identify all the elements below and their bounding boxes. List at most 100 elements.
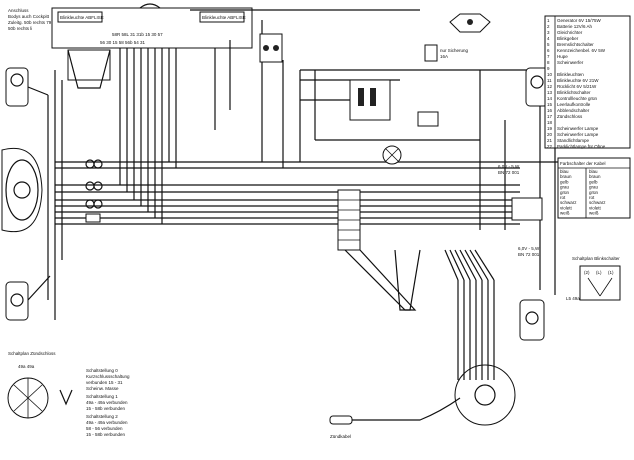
brake-switch xyxy=(417,111,439,127)
color-row-code: gelb xyxy=(560,179,569,184)
anschluss-line-2: Bodys auch Cockpitt xyxy=(8,14,50,19)
legend-row-text: Blinklichtschalter xyxy=(557,90,591,95)
legend-row-num: 6 xyxy=(547,48,550,53)
zuendschloss-top: 49a 49a xyxy=(18,364,35,369)
color-row-desc: rot xyxy=(589,195,595,200)
blink-switch-title: Schaltplan Blinkschalter xyxy=(572,256,620,261)
instrument-cluster: Blinkleuchte ABFLISE Blinkleuchte ABFLIS… xyxy=(51,3,253,89)
legend-row-num: 13 xyxy=(547,90,553,95)
legend-row-text: Blinkleuchte 6V 21W xyxy=(557,78,599,83)
ignition-cable: Zündkabel xyxy=(329,397,461,439)
sw-note-0: Schaltstellung 0 xyxy=(86,368,118,373)
legend-row-num: 14 xyxy=(547,96,553,101)
legend-row-text: Abblendschalter xyxy=(557,108,590,113)
legend-row-num: 17 xyxy=(547,114,553,119)
generator xyxy=(444,249,516,426)
color-row-desc: grün xyxy=(589,190,599,195)
wire-harness xyxy=(47,9,560,320)
sw-note-3: Scheinw. Masse xyxy=(86,386,119,391)
color-row-desc: gelb xyxy=(589,179,598,184)
legend-row-num: 20 xyxy=(547,132,553,137)
legend-row-num: 3 xyxy=(547,30,550,35)
legend-row-text: Standlichtlampe xyxy=(557,138,590,143)
sw-note-6: 15 - 58b verbunden xyxy=(86,406,126,411)
sw-note-10: 15 - 58b verbunden xyxy=(86,432,126,437)
relay-spec-4: BN 72 001 xyxy=(518,252,540,257)
color-row-desc: grau xyxy=(589,185,599,190)
legend-row-num: 4 xyxy=(547,36,550,41)
legend-row-text: Kontrollleuchte grün xyxy=(557,96,598,101)
color-row-code: blau xyxy=(560,169,569,174)
legend-row-text: Batterie 12V/6 Ah xyxy=(557,24,593,29)
sw-note-8: 49a - 49a verbunden xyxy=(86,420,128,425)
fuse-box xyxy=(259,33,283,63)
left-plug-row xyxy=(85,159,103,223)
blink-val-3: (1) xyxy=(608,270,614,275)
legend-row-num: 12 xyxy=(547,84,553,89)
anschluss-line-3: Zuleitg. 50b rechts 79 xyxy=(8,20,52,25)
blink-switch-diagram: Schaltplan Blinkschalter (2) (L) (1) L5 … xyxy=(566,256,621,301)
color-row-code: braun xyxy=(560,174,572,179)
legend-row-num: 16 xyxy=(547,108,553,113)
anschluss-line-4: 50b rechts li xyxy=(8,26,32,31)
blink-val-1: (2) xyxy=(584,270,590,275)
color-row-code: weiß xyxy=(560,211,570,216)
headlight xyxy=(1,148,43,232)
anschluss-line-1: Anschluss xyxy=(8,8,29,13)
legend-row-text: Scheinwerfer Lampe xyxy=(557,132,599,137)
central-connector-block xyxy=(337,189,421,311)
color-row-code: violett xyxy=(560,205,573,210)
sw-note-9: 58 - 56 verbunden xyxy=(86,426,123,431)
color-row-desc: schwarz xyxy=(589,200,606,205)
anschluss-note: Anschluss Bodys auch Cockpitt Zuleitg. 5… xyxy=(8,8,52,31)
mid-row-label: 58R 58L 31 31b 15 30 57 xyxy=(112,32,163,37)
legend-row-num: 5 xyxy=(547,42,550,47)
legend-row-num: 15 xyxy=(547,102,553,107)
fuse-note-line-2: 16A xyxy=(440,54,448,59)
sw-note-2: verbunden 15 - 31 xyxy=(86,380,123,385)
legend-row-num: 11 xyxy=(547,78,552,83)
legend-row-num: 19 xyxy=(547,126,553,131)
mid-numbers-label: 56 30 15 58 56b 54 31 xyxy=(100,40,146,45)
rear-left-indicator xyxy=(5,275,51,321)
relay-spec-2: BN 72 001 xyxy=(498,170,520,175)
legend-row-num: 21 xyxy=(547,138,553,143)
sw-note-4: Schaltstellung 1 xyxy=(86,394,118,399)
sw-note-1: Kurzschlussschaltung xyxy=(86,374,130,379)
relay-spec-3: 6,0V - 5,W xyxy=(518,246,540,251)
legend-row-num: 18 xyxy=(547,120,553,125)
legend-row-text: Blinkleuchten xyxy=(557,72,584,77)
regulator xyxy=(300,79,391,121)
sw-note-5: 49a - 49a verbunden xyxy=(86,400,128,405)
color-row-desc: braun xyxy=(589,174,601,179)
legend-row-text: Rücklicht 6V 5/21W xyxy=(557,84,597,89)
blink-foot: L5 49a xyxy=(566,296,580,301)
legend-row-text: Zündschloss xyxy=(557,114,583,119)
legend-row-num: 10 xyxy=(547,72,553,77)
legend-row-text: Bremslichtschalter xyxy=(557,42,594,47)
legend-row-num: 8 xyxy=(547,60,550,65)
horn xyxy=(449,13,491,33)
left-gauge-label: Blinkleuchte ABFLISE xyxy=(60,15,104,20)
legend-row-text: Scheinwerfer Lampe xyxy=(557,126,599,131)
legend-row-num: 7 xyxy=(547,54,550,59)
legend-row-num: 2 xyxy=(547,24,550,29)
fuse-note: nur Sicherung 16A xyxy=(424,44,469,62)
legend-row-text: Blinkgeber xyxy=(557,36,579,41)
color-row-code: rot xyxy=(560,195,566,200)
legend-row-text: Generator 6V 15/75W xyxy=(557,18,602,23)
right-gauge-label: Blinkleuchte ABFLISE xyxy=(202,15,246,20)
color-legend-title: Farbschalter der Kabel xyxy=(560,161,606,166)
legend-row-num: 22 xyxy=(547,144,553,149)
bulb-socket xyxy=(382,145,402,165)
color-row-desc: violett xyxy=(589,205,602,210)
color-row-desc: blau xyxy=(589,169,598,174)
rear-right-indicator xyxy=(519,299,545,341)
legend-row-text: Parklichtlampe für Ohne xyxy=(557,144,606,149)
legend-row-text: Scheinwerfer xyxy=(557,60,584,65)
zuendschloss-title: Schaltplan Zündschloss xyxy=(8,351,56,356)
color-row-code: grün xyxy=(560,190,570,195)
